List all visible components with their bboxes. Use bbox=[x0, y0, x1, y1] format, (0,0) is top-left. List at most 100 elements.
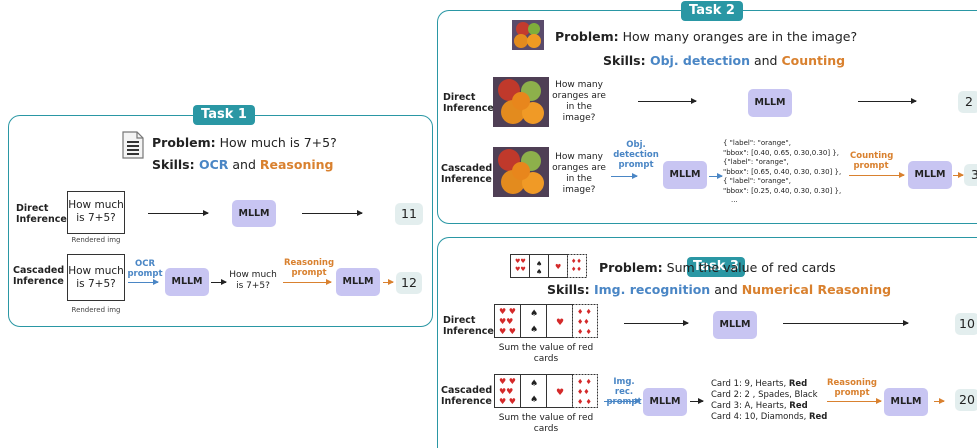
task2-bbox-list: { "label": "orange", "bbox": [0.40, 0.65… bbox=[723, 139, 842, 204]
task3-cascaded-arrow-1 bbox=[604, 398, 641, 404]
task2-cascaded-arrow-1 bbox=[611, 173, 638, 179]
task2-skills: Skills: Obj. detection and Counting bbox=[603, 53, 846, 68]
svg-text:♠: ♠ bbox=[530, 379, 538, 389]
task3-cascaded-mllm-2: MLLM bbox=[884, 388, 928, 416]
task2-direct-answer: 2 bbox=[958, 91, 977, 113]
task3-cascaded-arrow-2 bbox=[690, 398, 704, 404]
task3-problem: Problem: Sum the value of red cards bbox=[599, 260, 836, 275]
svg-text:♦ ♦: ♦ ♦ bbox=[577, 308, 592, 316]
task3-cascaded-label: Cascaded Inference bbox=[441, 385, 493, 407]
task1-ocr-prompt: OCR prompt bbox=[127, 259, 163, 279]
task1-cascaded-label: Cascaded Inference bbox=[13, 265, 65, 287]
task3-direct-answer: 10 bbox=[955, 313, 977, 335]
card-line-4: Card 4: 10, Diamonds, Red bbox=[711, 412, 828, 422]
task1-reasoning-prompt: Reasoning prompt bbox=[284, 258, 335, 278]
task3-card-list: Card 1: 9, Hearts, Red Card 2: 2 , Spade… bbox=[711, 379, 831, 427]
task1-cascaded-rendered-caption: Rendered img bbox=[71, 306, 121, 314]
svg-text:♠: ♠ bbox=[536, 268, 542, 276]
task1-skills: Skills: OCR and Reasoning bbox=[152, 157, 334, 172]
card-line-1: Card 1: 9, Hearts, Red bbox=[711, 379, 808, 389]
task2-cascaded-mllm-1: MLLM bbox=[663, 161, 707, 189]
task2-cascaded-label: Cascaded Inference bbox=[441, 163, 493, 185]
svg-text:♦ ♦: ♦ ♦ bbox=[577, 328, 592, 336]
task1-direct-arrow-1 bbox=[148, 210, 209, 216]
svg-text:♦ ♦: ♦ ♦ bbox=[577, 378, 592, 386]
task2-problem: Problem: How many oranges are in the ima… bbox=[555, 29, 858, 44]
svg-text:♥: ♥ bbox=[556, 388, 564, 398]
task2-detection-prompt: Obj. detection prompt bbox=[613, 140, 659, 170]
task3-cascaded-arrow-4 bbox=[934, 398, 945, 404]
fruit-photo-icon bbox=[512, 20, 544, 50]
task2-fruit-image-cascaded bbox=[493, 147, 549, 197]
task1-rendered-caption: Rendered img bbox=[71, 236, 121, 244]
task2-direct-label: Direct Inference bbox=[443, 92, 494, 114]
svg-text:♥ ♥: ♥ ♥ bbox=[499, 307, 516, 316]
task2-direct-arrow-1 bbox=[638, 98, 697, 104]
task1-cascaded-answer: 12 bbox=[396, 272, 422, 294]
task1-cascaded-arrow-1 bbox=[128, 279, 159, 285]
svg-text:♦♦: ♦♦ bbox=[577, 388, 590, 396]
task1-direct-label: Direct Inference bbox=[16, 203, 67, 225]
task2-fruit-image-direct bbox=[493, 77, 549, 127]
task1-cascaded-rendered-image: How much is 7+5? bbox=[67, 254, 125, 301]
task1-direct-answer: 11 bbox=[395, 203, 423, 225]
task1-direct-mllm: MLLM bbox=[232, 200, 276, 227]
svg-text:♦ ♦: ♦ ♦ bbox=[577, 398, 592, 406]
task3-direct-arrow-2 bbox=[783, 320, 909, 326]
svg-text:♦♦: ♦♦ bbox=[571, 266, 582, 273]
task3-direct-mllm: MLLM bbox=[713, 311, 757, 339]
document-icon bbox=[122, 131, 144, 159]
svg-text:♦♦: ♦♦ bbox=[577, 318, 590, 326]
task3-direct-label: Direct Inference bbox=[443, 315, 494, 337]
task1-cascaded-arrow-2 bbox=[211, 279, 227, 285]
svg-text:♥: ♥ bbox=[555, 263, 561, 271]
svg-text:♥♥: ♥♥ bbox=[499, 317, 513, 326]
playing-cards-icon: ♥♥♥♥ ♠♠ ♥ ♦♦♦♦ bbox=[510, 254, 588, 278]
task1-cascaded-arrow-4 bbox=[383, 279, 394, 285]
task1-cascaded-mllm-1: MLLM bbox=[165, 268, 209, 296]
task2-cascaded-answer: 3 bbox=[964, 164, 977, 186]
task1-cascaded-arrow-3 bbox=[283, 279, 332, 285]
task2-cascaded-arrow-2 bbox=[709, 173, 723, 179]
task2-cascaded-mllm-2: MLLM bbox=[908, 161, 952, 189]
task3-direct-question: Sum the value of red cards bbox=[498, 343, 594, 364]
task1-cascaded-mllm-2: MLLM bbox=[336, 268, 380, 296]
task1-direct-arrow-2 bbox=[302, 210, 363, 216]
task3-cards-image-direct: ♥ ♥♥♥♥ ♥ ♠ ♠ ♥ ♦ ♦ ♦♦ ♦ ♦ bbox=[494, 304, 598, 338]
task1-badge: Task 1 bbox=[193, 105, 255, 125]
svg-text:♥ ♥: ♥ ♥ bbox=[499, 377, 516, 386]
task3-imgrec-prompt: Img. rec. prompt bbox=[606, 377, 642, 407]
task3-cascaded-question: Sum the value of red cards bbox=[498, 413, 594, 434]
task3-direct-arrow-1 bbox=[624, 320, 689, 326]
task3-reasoning-prompt: Reasoning prompt bbox=[826, 378, 878, 398]
svg-text:♥♥: ♥♥ bbox=[515, 266, 526, 273]
task3-cascaded-arrow-3 bbox=[827, 398, 882, 404]
task3-skills: Skills: Img. recognition and Numerical R… bbox=[547, 282, 892, 297]
task2-direct-mllm: MLLM bbox=[748, 89, 792, 117]
task2-badge: Task 2 bbox=[681, 1, 743, 21]
task3-cascaded-mllm-1: MLLM bbox=[643, 388, 687, 416]
task3-cascaded-answer: 20 bbox=[955, 389, 977, 411]
task1-problem: Problem: How much is 7+5? bbox=[152, 135, 337, 150]
svg-text:♠: ♠ bbox=[530, 395, 538, 405]
svg-text:♠: ♠ bbox=[530, 325, 538, 335]
svg-text:♦♦: ♦♦ bbox=[571, 258, 582, 265]
task2-direct-question: How many oranges are in the image? bbox=[552, 80, 606, 123]
svg-text:♠: ♠ bbox=[536, 260, 542, 268]
task2-cascaded-arrow-4 bbox=[953, 172, 964, 178]
card-line-3: Card 3: A, Hearts, Red bbox=[711, 401, 808, 411]
svg-text:♥♥: ♥♥ bbox=[515, 258, 526, 265]
task2-counting-prompt: Counting prompt bbox=[850, 151, 894, 171]
svg-text:♥: ♥ bbox=[556, 318, 564, 328]
task1-intermediate-text: How much is 7+5? bbox=[229, 270, 277, 291]
svg-text:♥ ♥: ♥ ♥ bbox=[499, 327, 516, 336]
svg-text:♠: ♠ bbox=[530, 309, 538, 319]
task2-cascaded-question: How many oranges are in the image? bbox=[552, 152, 606, 195]
task3-badge: Task 3 bbox=[687, 257, 745, 277]
svg-text:♥♥: ♥♥ bbox=[499, 387, 513, 396]
task2-cascaded-arrow-3 bbox=[849, 172, 905, 178]
task2-direct-arrow-2 bbox=[858, 98, 917, 104]
card-line-2: Card 2: 2 , Spades, Black bbox=[711, 390, 818, 400]
task1-rendered-image: How much is 7+5? bbox=[67, 191, 125, 234]
task3-cards-image-cascaded: ♥ ♥♥♥♥ ♥ ♠♠ ♥ ♦ ♦♦♦♦ ♦ bbox=[494, 374, 598, 408]
